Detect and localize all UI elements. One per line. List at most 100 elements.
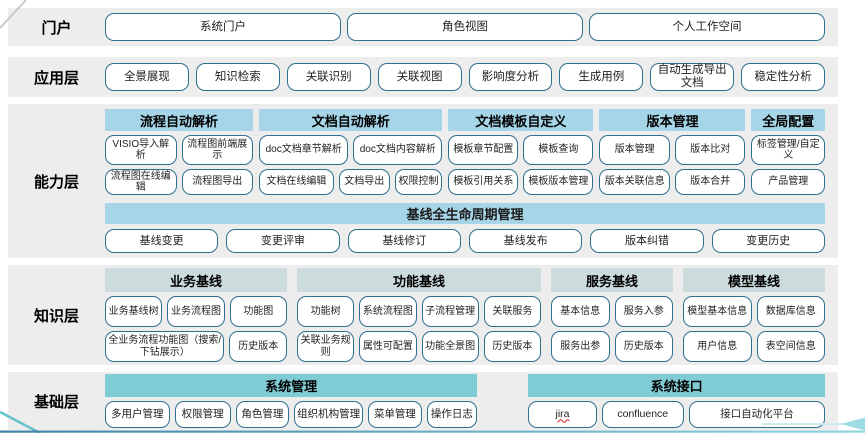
chip-button[interactable]: 菜单管理	[368, 401, 422, 428]
feature-group: 模型基线模型基本信息数据库信息用户信息表空间信息	[683, 268, 825, 362]
chip-button[interactable]: 关联业务规则	[297, 331, 355, 362]
chip-button[interactable]: 变更评审	[226, 229, 340, 253]
button-row: 版本关联信息版本合并	[599, 169, 746, 195]
chip-button[interactable]: 数据库信息	[756, 296, 825, 327]
chip-button[interactable]: 个人工作空间	[589, 13, 825, 41]
chip-button[interactable]: 版本关联信息	[599, 169, 670, 195]
chip-button[interactable]: 全业务流程功能图（搜索/下钻展示）	[105, 331, 225, 362]
chip-button[interactable]: jira	[528, 401, 597, 428]
button-row: 标签管理/自定义	[751, 135, 825, 165]
group-title: 文档模板自定义	[448, 109, 594, 131]
button-row: 模板引用关系模板版本管理	[448, 169, 594, 195]
chip-button[interactable]: 操作日志	[426, 401, 478, 428]
chip-button[interactable]: 组织机构管理	[294, 401, 364, 428]
chip-button[interactable]: 版本管理	[599, 135, 670, 165]
chip-button[interactable]: doc文档内容解析	[353, 135, 443, 165]
portal-button-row: 系统门户角色视图个人工作空间	[105, 13, 825, 41]
group-title: 全局配置	[751, 109, 825, 131]
chip-button[interactable]: 标签管理/自定义	[751, 135, 825, 165]
chip-button[interactable]: 业务流程图	[167, 296, 225, 327]
chip-button[interactable]: 基线变更	[105, 229, 219, 253]
chip-button[interactable]: 基本信息	[551, 296, 610, 327]
chip-button[interactable]: 产品管理	[751, 169, 825, 195]
chip-button[interactable]: 子流程管理	[421, 296, 479, 327]
chip-button[interactable]: 文档导出	[338, 169, 390, 195]
chip-button[interactable]: 模板版本管理	[523, 169, 594, 195]
chip-button[interactable]: 影响度分析	[468, 63, 553, 91]
chip-button[interactable]: 版本纠错	[590, 229, 704, 253]
chip-button[interactable]: 版本比对	[674, 135, 746, 165]
chip-button[interactable]: 业务基线树	[105, 296, 163, 327]
chip-button[interactable]: VISIO导入解析	[105, 135, 177, 165]
button-row: 模板章节配置模板查询	[448, 135, 594, 165]
chip-button[interactable]: 基线发布	[468, 229, 583, 253]
button-row: 流程图在线编辑流程图导出	[105, 169, 254, 195]
button-row: 模型基本信息数据库信息	[683, 296, 825, 327]
chip-button[interactable]: 角色视图	[347, 13, 583, 41]
feature-group: 文档模板自定义模板章节配置模板查询模板引用关系模板版本管理	[448, 109, 594, 195]
chip-button[interactable]: 历史版本	[614, 331, 673, 362]
chip-button[interactable]: 历史版本	[483, 331, 541, 362]
chip-button[interactable]: doc文档章节解析	[259, 135, 349, 165]
feature-group: 全局配置标签管理/自定义产品管理	[751, 109, 825, 195]
group-title: 文档自动解析	[259, 109, 443, 131]
button-row: 业务基线树业务流程图功能图	[105, 296, 287, 327]
layer-band-knowledge: 知识层 业务基线业务基线树业务流程图功能图全业务流程功能图（搜索/下钻展示）历史…	[8, 265, 838, 365]
chip-button[interactable]: 属性可配置	[359, 331, 417, 362]
button-row: 功能树系统流程图子流程管理关联服务	[297, 296, 541, 327]
group-title: 业务基线	[105, 268, 287, 292]
chip-button[interactable]: 模板查询	[523, 135, 594, 165]
feature-group: 系统管理多用户管理权限管理角色管理组织机构管理菜单管理操作日志	[105, 374, 478, 428]
bottom-border-line	[0, 430, 865, 433]
chip-button[interactable]: 历史版本	[229, 331, 287, 362]
chip-button[interactable]: 文档在线编辑	[259, 169, 334, 195]
application-content: 全景展现知识检索关联识别关联视图影响度分析生成用例自动生成导出文档稳定性分析	[105, 57, 838, 97]
chip-button[interactable]: 基线修订	[347, 229, 461, 253]
chip-button[interactable]: 流程图前端展示	[181, 135, 254, 165]
knowledge-content: 业务基线业务基线树业务流程图功能图全业务流程功能图（搜索/下钻展示）历史版本功能…	[105, 265, 838, 365]
button-row: VISIO导入解析流程图前端展示	[105, 135, 254, 165]
chip-button[interactable]: 功能图	[229, 296, 287, 327]
chip-button[interactable]: 用户信息	[683, 331, 752, 362]
chip-button[interactable]: 稳定性分析	[741, 63, 825, 91]
feature-group: 服务基线基本信息服务入参服务出参历史版本	[551, 268, 673, 362]
chip-button[interactable]: 知识检索	[195, 63, 280, 91]
chip-button[interactable]: 多用户管理	[105, 401, 170, 428]
chip-button[interactable]: 关联视图	[377, 63, 462, 91]
chip-button[interactable]: 权限管理	[174, 401, 231, 428]
chip-button[interactable]: 接口自动化平台	[688, 401, 825, 428]
chip-button[interactable]: 关联服务	[483, 296, 541, 327]
chip-button[interactable]: 生成用例	[559, 63, 644, 91]
chip-button[interactable]: 模板章节配置	[448, 135, 519, 165]
chip-button[interactable]: 模板引用关系	[448, 169, 519, 195]
button-row: 全业务流程功能图（搜索/下钻展示）历史版本	[105, 331, 287, 362]
chip-button[interactable]: 流程图在线编辑	[105, 169, 177, 195]
chip-button[interactable]: 权限控制	[394, 169, 443, 195]
left-arrow-icon	[841, 417, 865, 431]
layer-label-application: 应用层	[33, 69, 79, 87]
chip-button[interactable]: confluence	[601, 401, 684, 428]
chip-button[interactable]: 模型基本信息	[683, 296, 752, 327]
chip-button[interactable]: 自动生成导出文档	[650, 63, 735, 91]
chip-button[interactable]: 服务入参	[614, 296, 673, 327]
chip-button[interactable]: 系统门户	[105, 13, 341, 41]
chip-button[interactable]: 表空间信息	[756, 331, 825, 362]
group-title: 流程自动解析	[105, 109, 254, 131]
chip-button[interactable]: 角色管理	[235, 401, 290, 428]
chip-button[interactable]: 功能全景图	[421, 331, 479, 362]
chip-button[interactable]: 服务出参	[551, 331, 610, 362]
chip-button[interactable]: 版本合并	[674, 169, 746, 195]
chip-button[interactable]: 关联识别	[286, 63, 371, 91]
chip-button[interactable]: 流程图导出	[181, 169, 254, 195]
chip-button[interactable]: 变更历史	[711, 229, 825, 253]
chip-button[interactable]: 系统流程图	[359, 296, 417, 327]
chip-button[interactable]: 全景展现	[105, 63, 189, 91]
chip-button[interactable]: 功能树	[297, 296, 355, 327]
